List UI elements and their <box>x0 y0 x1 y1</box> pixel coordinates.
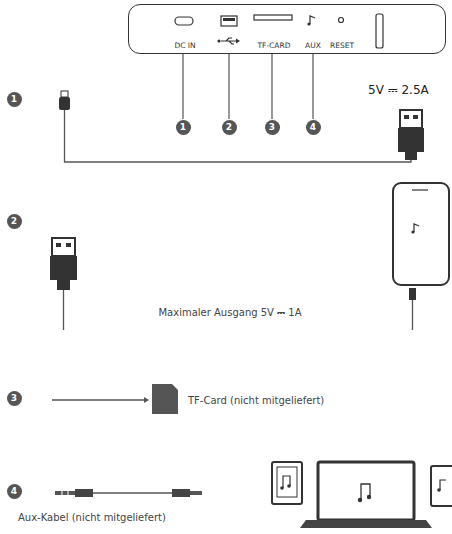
callout-number: 3 <box>7 391 22 406</box>
caption-text: TF-Card (nicht mitgeliefert) <box>188 395 324 406</box>
device-panel: DC IN TF-CARD AUX RESET <box>128 4 446 54</box>
callout-number: 4 <box>7 484 22 499</box>
callout-number: 4 <box>306 120 321 135</box>
port-label: TF-CARD <box>258 41 291 50</box>
callout-number: 2 <box>222 120 237 135</box>
port-label: AUX <box>305 41 321 50</box>
callout-number: 1 <box>176 120 191 135</box>
caption-text: Aux-Kabel (nicht mitgeliefert) <box>18 512 166 523</box>
caption-text: Maximaler Ausgang 5V ⎓ 1A <box>158 307 301 319</box>
port-label: RESET <box>330 41 354 50</box>
callout-number: 1 <box>7 92 22 107</box>
callout-number: 2 <box>7 214 22 229</box>
port-label: DC IN <box>174 41 195 50</box>
callout-number: 3 <box>265 120 280 135</box>
caption-text: 5V ⎓ 2.5A <box>368 83 429 97</box>
